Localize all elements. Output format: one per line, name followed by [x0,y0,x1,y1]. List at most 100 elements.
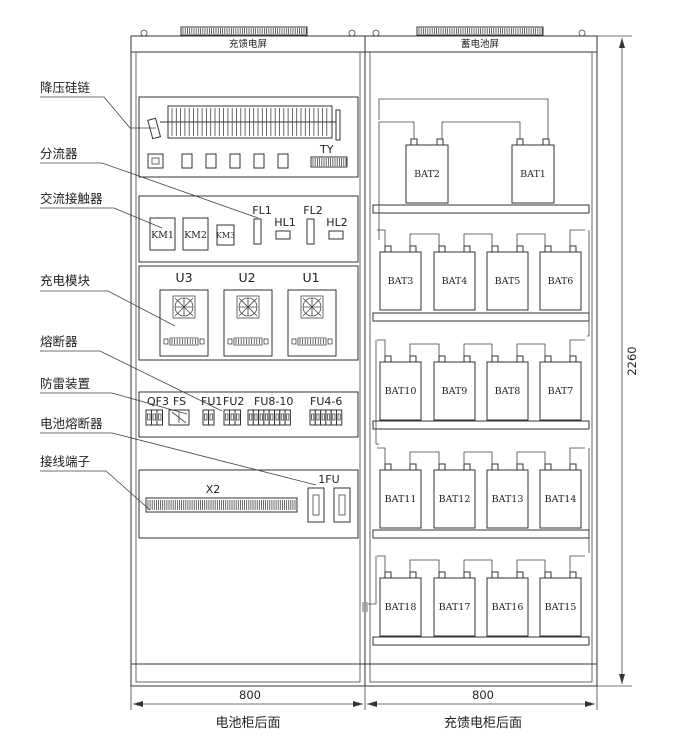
left-lifting-eye [140,29,148,37]
svg-text:KM1: KM1 [151,230,174,241]
height-dim: 2260 [625,346,639,375]
hl1-lamp [275,230,291,240]
svg-text:BAT11: BAT11 [385,494,417,505]
svg-text:BAT9: BAT9 [442,386,468,397]
battery-bat16: BAT16 [486,571,529,637]
callout-contactor: 交流接触器 [40,191,103,206]
leader-shunt [40,162,259,219]
svg-text:BAT5: BAT5 [495,276,521,287]
callout-surge: 防雷装置 [40,376,90,391]
hl2-lamp [328,230,344,240]
1fu-fuse-b [333,487,351,523]
right-cabinet-title: 蓄电池屏 [461,38,499,50]
svg-text:BAT14: BAT14 [545,494,577,505]
svg-text:BAT15: BAT15 [545,602,577,613]
right-top-vent [416,26,544,36]
battery-bat17: BAT17 [433,571,476,637]
battery-bat18: BAT18 [379,571,422,637]
svg-text:BAT16: BAT16 [492,602,524,613]
callout-rectifier: 降压硅链 [40,80,91,95]
callout-fuse: 熔断器 [40,334,78,349]
left-width-dim: 800 [239,688,261,702]
svg-text:BAT7: BAT7 [548,386,574,397]
charger-module-u2 [223,289,273,357]
leader-charger [40,290,176,327]
right-lifting-eye-2 [578,29,586,37]
svg-text:BAT18: BAT18 [385,602,417,613]
hl1-label: HL1 [274,216,295,229]
1fu-fuse-a [307,487,325,523]
right-width-dim: 800 [472,688,494,702]
battery-bat4: BAT4 [433,245,476,311]
panel-rectifier: TY [138,96,359,178]
fu2-label: FU2 [223,395,244,408]
leader-fuse [40,350,223,412]
svg-text:BAT4: BAT4 [442,276,468,287]
battery-bat9: BAT9 [433,355,476,421]
shelf-2 [372,312,590,322]
top-hardware [140,26,586,37]
fl2-shunt [306,218,315,245]
svg-text:BAT17: BAT17 [439,602,471,613]
km2-contactor [182,217,209,251]
charger-module-u3 [159,289,209,357]
leader-battery_fuse [40,432,317,486]
indicator-square [147,153,164,169]
battery-bat8: BAT8 [486,355,529,421]
leader-surge [40,392,188,415]
ty-label: TY [319,143,334,156]
hl2-label: HL2 [326,216,347,229]
battery-bat2: BAT2 [405,138,449,204]
fu4-6-label: FU4-6 [310,395,342,408]
left-cabinet-title: 充馈电屏 [229,38,267,50]
svg-text:KM3: KM3 [216,231,235,240]
panel-contactor: KM1 KM2 KM3 FL1 FL2 HL1 HL2 [138,195,359,263]
battery-bat1: BAT1 [511,138,555,204]
battery-bat15: BAT15 [539,571,582,637]
u2-label: U2 [238,270,255,285]
1fu-label: 1FU [318,473,339,486]
svg-text:BAT6: BAT6 [548,276,574,287]
left-top-vent [180,26,308,36]
shelf-5 [372,636,590,646]
ty-terminal [310,156,348,168]
u3-label: U3 [175,270,192,285]
shelf-1 [372,204,590,214]
km3-contactor [216,224,235,246]
shelf-4 [372,529,590,539]
right-lifting-eye [372,29,380,37]
battery-bat3: BAT3 [379,245,422,311]
km1-contactor [149,217,176,251]
svg-text:BAT2: BAT2 [414,169,440,180]
leader-terminal [40,470,151,511]
svg-text:BAT12: BAT12 [439,494,471,505]
callout-battery_fuse: 电池熔断器 [40,416,103,431]
fu1-label: FU1 [201,395,222,408]
battery-shelves [372,204,590,646]
svg-text:BAT10: BAT10 [385,386,417,397]
panel-terminal: X2 1FU [138,469,359,539]
dimensions: 800 800 2260 [130,35,639,710]
battery-bat7: BAT7 [539,355,582,421]
svg-text:BAT13: BAT13 [492,494,524,505]
battery-bat14: BAT14 [539,463,582,529]
fs-label: FS [173,395,186,408]
charger-module-u1 [287,289,337,357]
svg-text:KM2: KM2 [184,230,207,241]
fl2-label: FL2 [303,204,322,217]
fl1-shunt [253,218,262,245]
battery-bat13: BAT13 [486,463,529,529]
left-lifting-eye-2 [348,29,356,37]
fu8-10-label: FU8-10 [254,395,293,408]
battery-bat12: BAT12 [433,463,476,529]
battery-bat5: BAT5 [486,245,529,311]
left-caption: 电池柜后面 [215,716,280,731]
battery-wiring [368,98,590,605]
battery-bat11: BAT11 [379,463,422,529]
panel-fuse: QF3 FS FU1 FU2 FU8-10 FU4-6 [138,391,359,438]
u1-label: U1 [302,270,319,285]
battery-bat10: BAT10 [379,355,422,421]
